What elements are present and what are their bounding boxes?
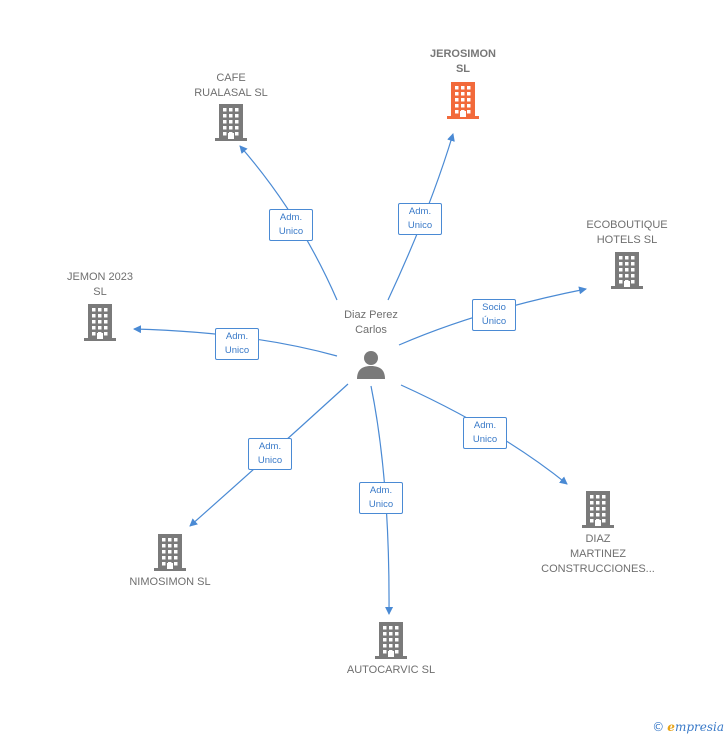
edge-label-autocarvic[interactable]: Adm. Unico bbox=[359, 482, 403, 514]
node-label-autocarvic: AUTOCARVIC SL bbox=[346, 664, 436, 676]
center-label: Diaz Perez Carlos bbox=[344, 309, 398, 336]
edge-label-ecoboutique[interactable]: Socio Único bbox=[472, 299, 516, 331]
node-label-diaz-martinez: DIAZ MARTINEZ CONSTRUCCIONES... bbox=[541, 533, 655, 575]
edge-label-jerosimon[interactable]: Adm. Unico bbox=[398, 203, 442, 235]
edge-label-jemon-2023[interactable]: Adm. Unico bbox=[215, 328, 259, 360]
building-icon bbox=[84, 304, 116, 341]
building-icon bbox=[611, 252, 643, 289]
building-icon bbox=[582, 491, 614, 528]
building-icon bbox=[447, 82, 479, 119]
person-icon bbox=[357, 351, 385, 379]
building-icon bbox=[154, 534, 186, 571]
edge-label-nimosimon[interactable]: Adm. Unico bbox=[248, 438, 292, 470]
brand-watermark: ©empresia bbox=[652, 720, 724, 734]
building-icon bbox=[215, 104, 247, 141]
brand-name: mpresia bbox=[674, 720, 724, 734]
node-label-jerosimon: JEROSIMON SL bbox=[429, 48, 496, 75]
node-label-ecoboutique: ECOBOUTIQUE HOTELS SL bbox=[586, 219, 668, 246]
node-label-nimosimon: NIMOSIMON SL bbox=[129, 576, 211, 588]
brand-initial: e bbox=[667, 720, 675, 734]
node-label-cafe-rualasal: CAFE RUALASAL SL bbox=[194, 72, 268, 99]
building-icon bbox=[375, 622, 407, 659]
copyright-symbol: © bbox=[652, 720, 665, 734]
edge-label-diaz-martinez[interactable]: Adm. Unico bbox=[463, 417, 507, 449]
node-label-jemon-2023: JEMON 2023 SL bbox=[66, 271, 134, 298]
edge-label-cafe-rualasal[interactable]: Adm. Unico bbox=[269, 209, 313, 241]
